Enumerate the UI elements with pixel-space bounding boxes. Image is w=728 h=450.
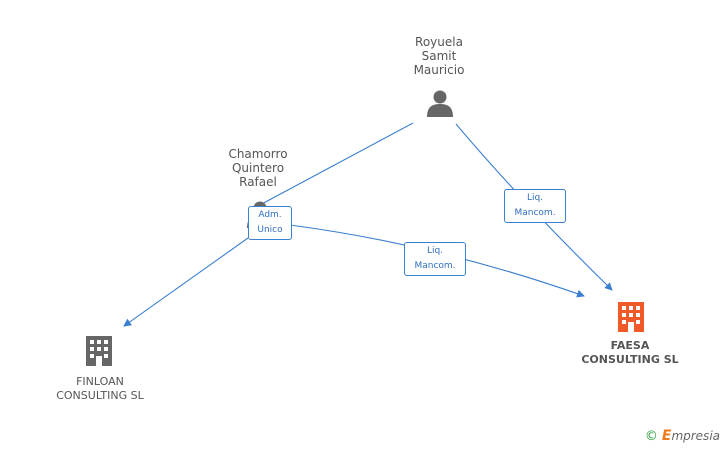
name-line: CONSULTING SL xyxy=(581,353,679,366)
building-icon[interactable] xyxy=(84,334,114,368)
empresia-logo[interactable]: ©Empresia xyxy=(645,428,720,444)
person-name-chamorro[interactable]: Chamorro Quintero Rafael xyxy=(216,147,300,189)
name-line: Quintero xyxy=(231,161,285,175)
brand-name: mpresia xyxy=(671,429,720,443)
company-name-faesa[interactable]: FAESA CONSULTING SL xyxy=(570,339,690,367)
brand-initial: E xyxy=(661,428,672,444)
name-line: CONSULTING SL xyxy=(56,389,144,402)
name-line: FAESA xyxy=(610,339,650,352)
name-line: FINLOAN xyxy=(76,375,124,388)
relation-label[interactable]: Liq. Mancom. xyxy=(504,189,566,223)
person-name-royuela[interactable]: Royuela Samit Mauricio xyxy=(398,35,480,77)
copyright-icon: © xyxy=(644,429,658,444)
relation-label[interactable]: Liq. Mancom. xyxy=(404,242,466,276)
relation-edge xyxy=(257,122,414,207)
person-icon[interactable] xyxy=(426,89,454,117)
relation-label[interactable]: Adm. Unico xyxy=(248,206,292,240)
relation-edge xyxy=(123,237,249,327)
name-line: Royuela xyxy=(415,35,463,49)
building-icon[interactable] xyxy=(616,300,646,334)
name-line: Samit xyxy=(421,49,457,63)
name-line: Mauricio xyxy=(413,63,465,77)
name-line: Rafael xyxy=(239,175,277,189)
company-name-finloan[interactable]: FINLOAN CONSULTING SL xyxy=(40,375,160,403)
name-line: Chamorro xyxy=(228,147,288,161)
